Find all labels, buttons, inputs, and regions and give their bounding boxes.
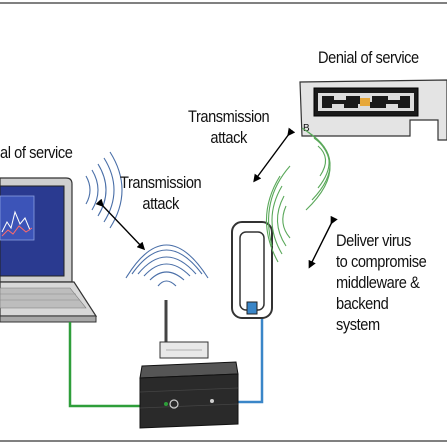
label-deliver-virus: Deliver virus to compromise middleware &…	[336, 231, 427, 334]
label-dos-right: Denial of service	[318, 48, 419, 67]
arrow-laptop-reader	[95, 198, 146, 251]
svg-text:B: B	[303, 123, 310, 134]
rfid-card-icon	[231, 221, 273, 319]
arrow-deliver-virus	[308, 215, 338, 269]
label-transmission-attack-1: Transmission attack	[188, 107, 270, 147]
green-cable	[68, 322, 166, 408]
rfid-tag-icon: B	[299, 79, 447, 141]
arrow-tag-card	[253, 127, 296, 183]
label-dos-left: al of service	[0, 143, 73, 162]
laptop-icon	[0, 177, 98, 323]
wireless-waves-reader	[125, 244, 209, 287]
wireless-waves-card	[265, 165, 291, 263]
wireless-waves-laptop	[85, 151, 123, 229]
rfid-reader-device	[139, 300, 239, 429]
wireless-waves-tag	[301, 127, 331, 211]
label-transmission-attack-2: Transmission attack	[120, 173, 202, 213]
